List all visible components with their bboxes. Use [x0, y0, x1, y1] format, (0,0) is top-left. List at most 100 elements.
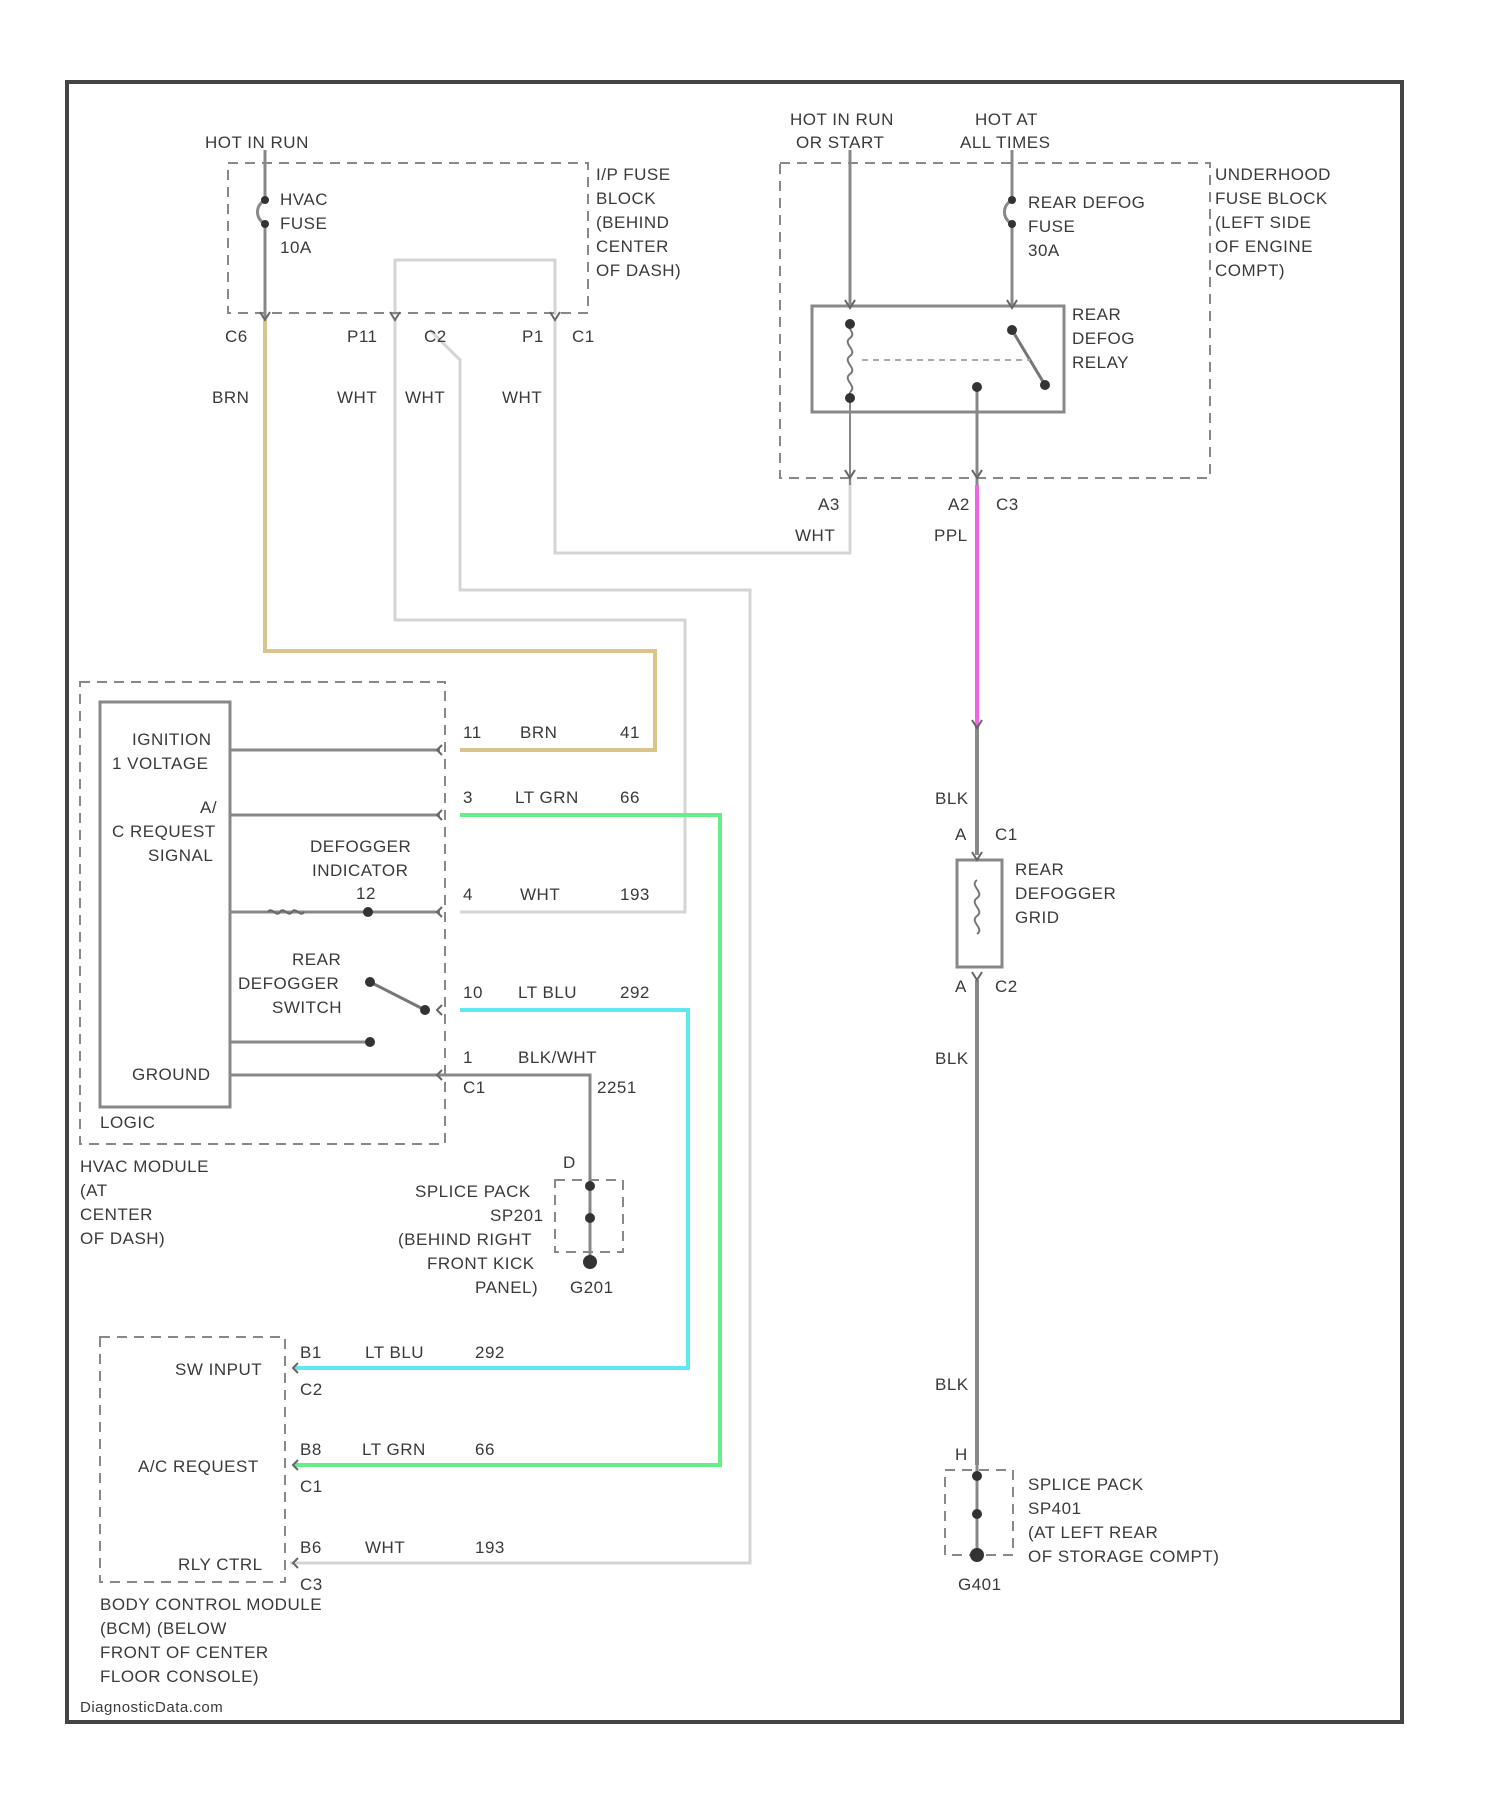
circuit-41: 41 [620, 723, 640, 742]
defogger-indicator-0: DEFOGGER [310, 837, 411, 856]
rear-defogger-switch-2: SWITCH [272, 998, 342, 1017]
hvac-ac-request-0: A/ [200, 798, 217, 817]
switch-dot-left [365, 977, 375, 987]
splice-sp401-label-3: OF STORAGE COMPT) [1028, 1547, 1219, 1566]
bcm-conn-c2: C2 [300, 1380, 323, 1399]
relay-label-0: REAR [1072, 305, 1121, 324]
bcm-pin-b8: B8 [300, 1440, 322, 1459]
hvac-title-3: OF DASH) [80, 1229, 165, 1248]
watermark: DiagnosticData.com [80, 1699, 223, 1716]
hvac-pin-10: 10 [463, 983, 483, 1002]
circuit-292-1: 292 [620, 983, 650, 1002]
fuse-block-title-3: CENTER [596, 237, 669, 256]
wht-wire-bcm [290, 330, 750, 1563]
wire-label-wht-5: WHT [520, 885, 560, 904]
underhood-title-0: UNDERHOOD [1215, 165, 1331, 184]
wire-label-wht-4: WHT [795, 526, 835, 545]
hvac-ignition-0: IGNITION [132, 730, 212, 749]
rear-defogger-switch-1: DEFOGGER [238, 974, 339, 993]
wire-label-brn-1: BRN [212, 388, 249, 407]
rear-defog-fuse-2: 30A [1028, 241, 1060, 260]
grid-label-2: GRID [1015, 908, 1060, 927]
splice-sp201-label-3: FRONT KICK [427, 1254, 535, 1273]
wire-label-lt-blu-2: LT BLU [365, 1343, 424, 1362]
circuit-66-2: 66 [475, 1440, 495, 1459]
underhood-title-4: COMPT) [1215, 261, 1285, 280]
rear-defog-fuse-0: REAR DEFOG [1028, 193, 1145, 212]
hvac-pin-4: 4 [463, 885, 473, 904]
splice-sp201-label-4: PANEL) [475, 1278, 538, 1297]
bcm-pin-b6: B6 [300, 1538, 322, 1557]
splice-sp401-dot-2 [972, 1509, 982, 1519]
grid-pin-a-bottom: A [955, 977, 967, 996]
bcm-rly-ctrl: RLY CTRL [178, 1555, 263, 1574]
pin-c3-underhood: C3 [996, 495, 1019, 514]
indicator-pin-12: 12 [356, 884, 376, 903]
wire-label-brn-2: BRN [520, 723, 557, 742]
splice-sp401-pin-h: H [955, 1445, 968, 1464]
pin-a2: A2 [948, 495, 970, 514]
circuit-193-1: 193 [620, 885, 650, 904]
wire-label-ppl: PPL [934, 526, 968, 545]
grid-conn-c2: C2 [995, 977, 1018, 996]
fuse-block-title-1: BLOCK [596, 189, 656, 208]
wire-label-wht-6: WHT [365, 1538, 405, 1557]
wire-label-lt-grn-1: LT GRN [515, 788, 579, 807]
switch-ground-dot [365, 1037, 375, 1047]
relay-coil-dot-top [845, 319, 855, 329]
hvac-pin-3: 3 [463, 788, 473, 807]
hvac-fuse-label-0: HVAC [280, 190, 328, 209]
rear-defogger-switch-0: REAR [292, 950, 341, 969]
wire-label-blk-3: BLK [935, 1375, 969, 1394]
hvac-fuse-dot-bottom [261, 220, 269, 228]
bcm-title-3: FLOOR CONSOLE) [100, 1667, 259, 1686]
bcm-pin-b1: B1 [300, 1343, 322, 1362]
fuse-block-title-4: OF DASH) [596, 261, 681, 280]
hvac-fuse-label-2: 10A [280, 238, 312, 257]
ground-g201: G201 [570, 1278, 614, 1297]
hvac-title-1: (AT [80, 1181, 108, 1200]
ground-g401-icon [970, 1548, 984, 1562]
pin-p1: P1 [522, 327, 544, 346]
grid-pin-a-top: A [955, 825, 967, 844]
rear-defogger-switch-arm [370, 982, 425, 1010]
wire-label-wht-3: WHT [502, 388, 542, 407]
ground-g401: G401 [958, 1575, 1002, 1594]
circuit-66-1: 66 [620, 788, 640, 807]
underhood-fuse-block-outline [780, 163, 1210, 478]
fuse-block-jumper [395, 260, 555, 315]
rear-defog-fuse-1: FUSE [1028, 217, 1075, 236]
hvac-fuse-dot-top [261, 196, 269, 204]
hvac-ac-request-2: SIGNAL [148, 846, 213, 865]
ground-g201-icon [583, 1255, 597, 1269]
splice-sp401-label-1: SP401 [1028, 1499, 1082, 1518]
circuit-2251: 2251 [597, 1078, 637, 1097]
pin-c6: C6 [225, 327, 248, 346]
relay-contact-dot [1007, 325, 1017, 335]
wire-label-blk-wht: BLK/WHT [518, 1048, 597, 1067]
bcm-conn-c3: C3 [300, 1575, 323, 1594]
grid-label-1: DEFOGGER [1015, 884, 1116, 903]
hvac-fuse-label-1: FUSE [280, 214, 327, 233]
relay-output-dot [972, 382, 982, 392]
switch-dot-right [420, 1005, 430, 1015]
defogger-indicator-1: INDICATOR [312, 861, 408, 880]
relay-contact-arm [1012, 330, 1045, 385]
fuse-block-source: HOT IN RUN [205, 133, 309, 152]
rear-defog-fuse-dot-top [1008, 196, 1016, 204]
underhood-source-left-0: HOT IN RUN [790, 110, 894, 129]
splice-sp401-label-2: (AT LEFT REAR [1028, 1523, 1158, 1542]
splice-sp201-dot-1 [585, 1181, 595, 1191]
wht-wire-relay [555, 320, 850, 553]
fuse-block-title-0: I/P FUSE [596, 165, 671, 184]
splice-sp401-dot-1 [972, 1471, 982, 1481]
underhood-title-3: OF ENGINE [1215, 237, 1313, 256]
bcm-title-2: FRONT OF CENTER [100, 1643, 269, 1662]
grid-label-0: REAR [1015, 860, 1064, 879]
splice-sp201-label-0: SPLICE PACK [415, 1182, 531, 1201]
indicator-dot [363, 907, 373, 917]
bcm-sw-input: SW INPUT [175, 1360, 262, 1379]
pin-p11: P11 [347, 327, 378, 346]
wire-label-wht-1: WHT [337, 388, 377, 407]
